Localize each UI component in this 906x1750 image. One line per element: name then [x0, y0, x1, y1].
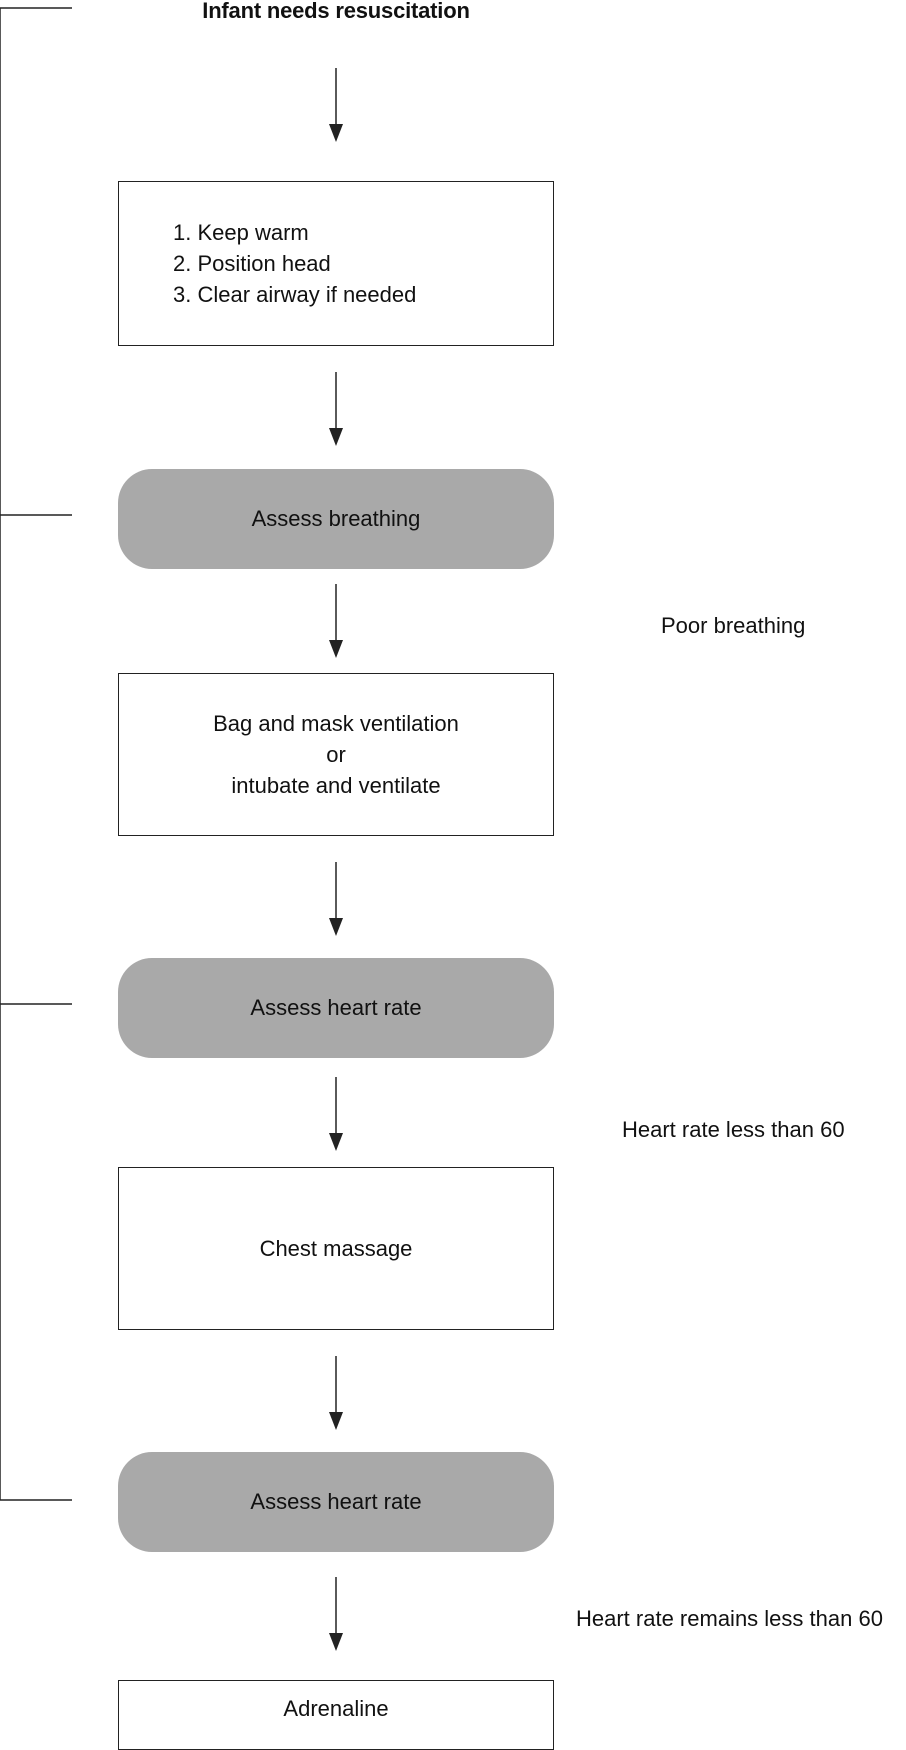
assess-heart-rate-node-2: Assess heart rate — [118, 1452, 554, 1552]
assess-breathing-node: Assess breathing — [118, 469, 554, 569]
step-position-head: 2. Position head — [173, 251, 331, 276]
chest-massage-label: Chest massage — [259, 1236, 413, 1261]
initial-steps-box: 1. Keep warm 2. Position head 3. Clear a… — [118, 181, 554, 346]
ventilation-option-bag-mask: Bag and mask ventilation — [213, 711, 459, 736]
adrenaline-label: Adrenaline — [283, 1696, 389, 1721]
condition-hr-less-than-60: Heart rate less than 60 — [622, 1117, 845, 1142]
feedback-bracket — [0, 7, 72, 1501]
step-clear-airway: 3. Clear airway if needed — [173, 282, 417, 307]
assess-heart-rate-node-1: Assess heart rate — [118, 958, 554, 1058]
step-keep-warm: 1. Keep warm — [173, 220, 309, 245]
ventilation-or: or — [326, 742, 346, 767]
condition-poor-breathing: Poor breathing — [661, 613, 806, 638]
ventilation-box: Bag and mask ventilation or intubate and… — [118, 673, 554, 836]
adrenaline-box: Adrenaline — [118, 1680, 554, 1750]
ventilation-option-intubate: intubate and ventilate — [231, 773, 441, 798]
chest-massage-box: Chest massage — [118, 1167, 554, 1330]
condition-hr-remains-less-than-60: Heart rate remains less than 60 — [576, 1606, 883, 1631]
flowchart-title: Infant needs resuscitation — [202, 0, 470, 23]
